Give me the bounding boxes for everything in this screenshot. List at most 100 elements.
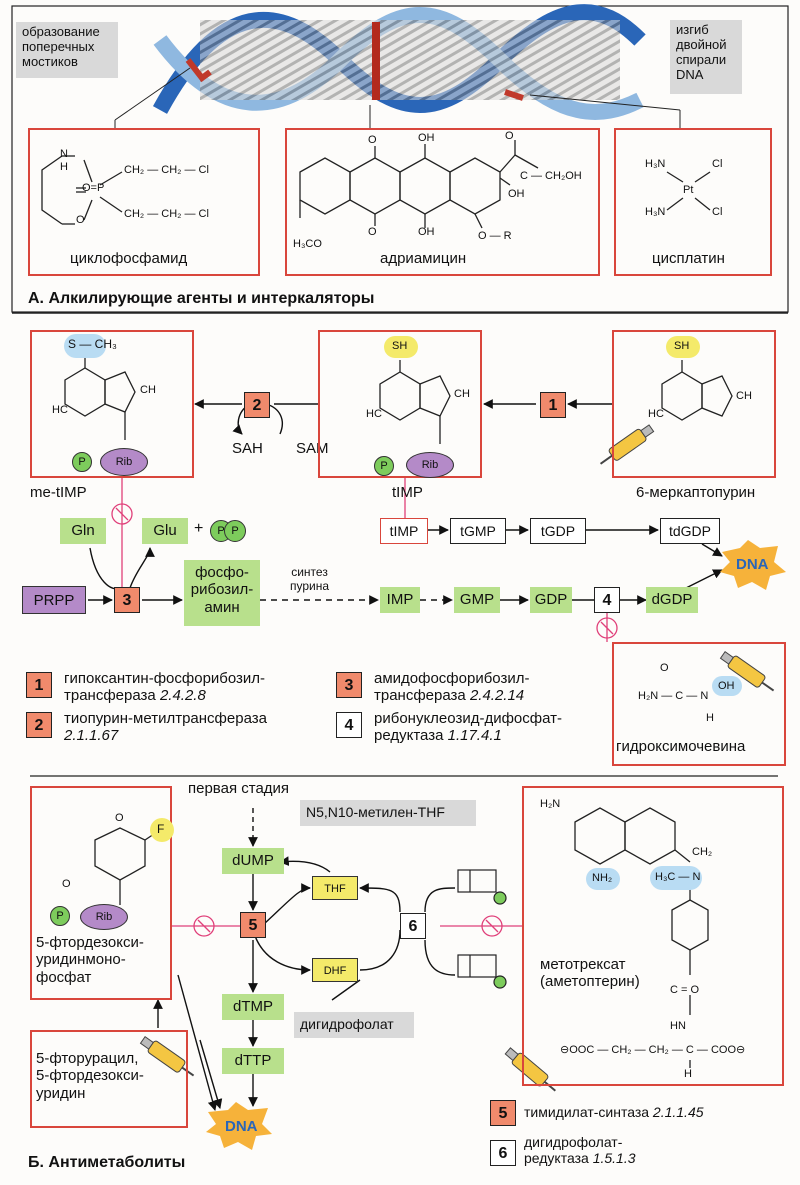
- phosphoribosylamine-line2: рибозил-: [190, 581, 254, 599]
- callout-left-line1: образование: [22, 24, 100, 39]
- chem-ch2-mtx: CH₂: [692, 846, 713, 858]
- callout-left-line3: мостиков: [22, 53, 78, 69]
- fluorouracil-line3: уридин: [36, 1084, 86, 1102]
- legend-1-line1: гипоксантин-фосфорибозил-: [64, 670, 266, 687]
- chem-sh-1: SH: [392, 340, 408, 352]
- chem-ch2-2: CH₂ — CH₂ — Cl: [124, 208, 209, 220]
- legend-text-1: гипоксантин-фосфорибозил- трансфераза 2.…: [64, 670, 265, 705]
- enzyme-5-marker: 5: [240, 912, 266, 938]
- chem-ch-3: CH: [736, 390, 752, 402]
- fluorouracil-line2: 5-фтордезокси-: [36, 1067, 144, 1085]
- purine-ring-mercaptopurine: [661, 360, 733, 421]
- chem-po: O=P: [82, 182, 105, 194]
- legend-4-line1: рибонуклеозид-дифосфат-: [374, 710, 562, 727]
- chem-nh2-mtx: NH₂: [592, 872, 613, 884]
- phosphoribosylamine-line3: амин: [204, 598, 240, 616]
- legend-text-3: амидофосфорибозил- трансфераза 2.4.2.14: [374, 670, 530, 705]
- enzyme-4-marker: 4: [594, 587, 620, 613]
- chem-oh-top2: OH: [418, 132, 435, 144]
- legend-5-ec: 2.1.1.45: [652, 1104, 704, 1120]
- label-dna-b1: DNA: [736, 556, 769, 573]
- highlight-sh-1: [384, 336, 418, 358]
- label-plus: +: [194, 520, 204, 537]
- chem-oh-urea: OH: [718, 680, 735, 692]
- legend-marker-5: 5: [490, 1100, 516, 1126]
- chain-bottom-gmp: GMP: [454, 587, 500, 613]
- chem-hn-mtx: HN: [670, 1020, 686, 1032]
- chem-o-pyr2: O: [62, 878, 71, 890]
- box-dttp: dTTP: [222, 1048, 284, 1074]
- legend-text-2: тиопурин-метилтрансфераза 2.1.1.67: [64, 710, 267, 745]
- phosphate-icon-4: P: [224, 520, 246, 542]
- chem-s-ch3: S — CH₃: [68, 337, 117, 351]
- box-mercaptopurine: [612, 330, 776, 478]
- methotrexate-line2: (аметоптерин): [540, 973, 640, 991]
- box-prpp: PRPP: [22, 586, 86, 614]
- callout-right-line4: DNA: [676, 66, 704, 82]
- box-dump: dUMP: [222, 848, 284, 874]
- ribose-icon-3: Rib: [80, 904, 128, 930]
- chem-ch2-1: CH₂ — CH₂ — Cl: [124, 164, 209, 176]
- highlight-nch3: [650, 866, 702, 890]
- chem-sh-2: SH: [674, 340, 690, 352]
- chain-top-tgdp: tGDP: [530, 518, 586, 544]
- purine-synthesis-line2: пурина: [290, 578, 330, 593]
- legend-1-ec: 2.4.2.8: [159, 687, 206, 705]
- dna-burst-icon-b2: [206, 1102, 272, 1150]
- phosphate-icon-5: P: [50, 906, 70, 926]
- highlight-oh-urea: [712, 676, 742, 696]
- syringe-icon-methotrexate: [504, 1047, 556, 1092]
- legend-4-ec: 1.17.4.1: [447, 727, 502, 745]
- box-gln: Gln: [60, 518, 106, 544]
- heading-section-a: А. Алкилирующие агенты и интеркаляторы: [28, 290, 375, 307]
- heading-section-b: Б. Антиметаболиты: [28, 1154, 186, 1171]
- box-adriamycin: [285, 128, 600, 276]
- chem-h-mtx: H: [684, 1068, 692, 1080]
- chem-oh-top1: O: [368, 134, 377, 146]
- legend-5-name: тимидилат-синтаза: [524, 1104, 653, 1120]
- chem-h2n-mtx: H₂N: [540, 798, 561, 810]
- fdump-line3: фосфат: [36, 968, 92, 986]
- methotrexate-line1: метотрексат: [540, 956, 626, 973]
- phosphoribosylamine-line1: фосфо-: [195, 564, 249, 581]
- chain-bottom-imp: IMP: [380, 587, 420, 613]
- callout-right-line2: двойной: [676, 36, 727, 52]
- callout-methylene-thf: N5,N10-метилен-THF: [300, 800, 476, 826]
- chem-ch-1: CH: [140, 384, 156, 396]
- label-hydroxyurea: гидроксимочевина: [616, 738, 746, 755]
- legend-1-line2: трансфераза: [64, 687, 160, 705]
- chem-o: O: [76, 214, 85, 226]
- highlight-fluorine: [150, 818, 174, 842]
- box-hydroxyurea: [612, 642, 786, 766]
- syringe-icon-fluorouracil: [139, 1036, 195, 1077]
- highlight-sh-2: [666, 336, 700, 358]
- ribose-icon-2: Rib: [406, 452, 454, 478]
- chem-hc-3: HC: [648, 408, 664, 420]
- box-fluorouracil: [30, 1030, 188, 1128]
- cisplatin-structure: [666, 171, 711, 211]
- legend-marker-2: 2: [26, 712, 52, 738]
- callout-right-line1: изгиб: [676, 22, 709, 37]
- dna-helix-graphic: [152, 4, 646, 120]
- label-fdump: 5-фтордезокси- уридинмоно- фосфат: [36, 934, 144, 986]
- chem-co-mtx: C = O: [670, 984, 700, 996]
- fdump-line1: 5-фтордезокси-: [36, 934, 144, 951]
- legend-2-line1: тиопурин-метилтрансфераза: [64, 710, 267, 727]
- label-cisplatin: цисплатин: [652, 250, 725, 267]
- section-a-frame: [11, 5, 789, 313]
- legend-marker-1: 1: [26, 672, 52, 698]
- chain-top-tdgdp: tdGDP: [660, 518, 720, 544]
- chem-o-pyr: O: [115, 812, 124, 824]
- cyclophosphamide-structure: [41, 155, 123, 225]
- chain-bottom-gdp: GDP: [530, 587, 572, 613]
- callout-cross-links: образование поперечных мостиков: [16, 22, 118, 78]
- label-first-stage: первая стадия: [188, 780, 290, 797]
- label-sah: SAH: [232, 440, 263, 457]
- enzyme-3-marker: 3: [114, 587, 140, 613]
- box-timp: [318, 330, 482, 478]
- chem-o-urea: O: [660, 662, 669, 674]
- callout-dna-bend: изгиб двойной спирали DNA: [670, 20, 742, 94]
- chain-top-timp: tIMP: [380, 518, 428, 544]
- box-fdump: [30, 786, 172, 1000]
